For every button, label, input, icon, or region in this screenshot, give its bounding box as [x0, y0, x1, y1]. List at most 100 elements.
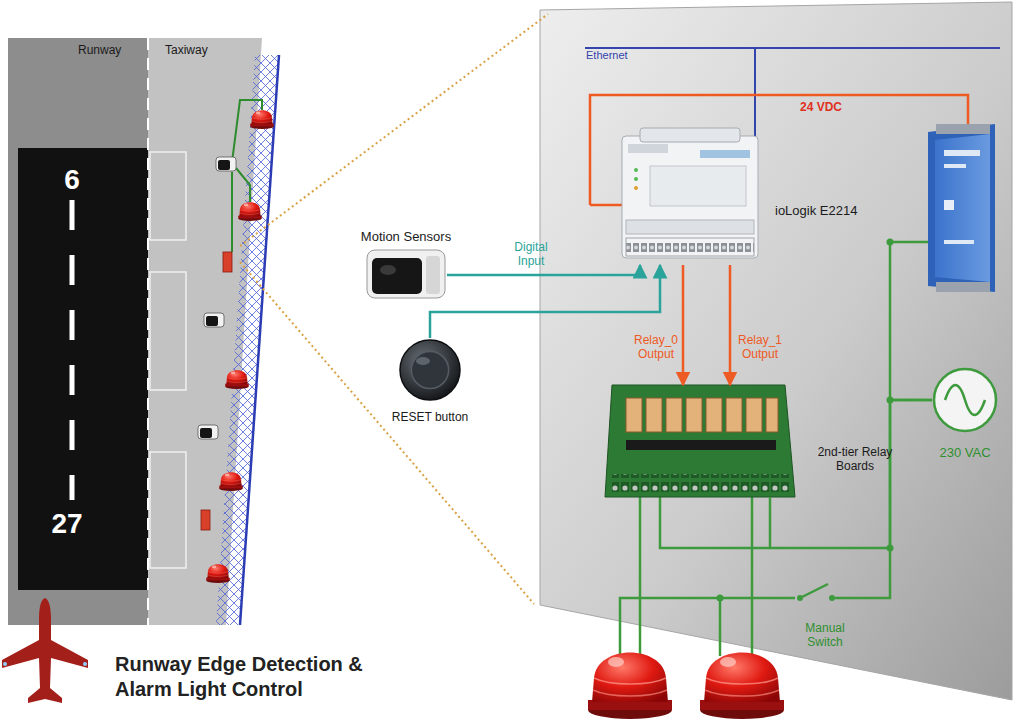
- relay-board-device: [666, 398, 682, 432]
- io-module-device: [640, 128, 740, 142]
- motion-sensor-device: [426, 256, 440, 294]
- sine-wave: [945, 385, 985, 415]
- runway-number: 27: [45, 507, 89, 541]
- area-label: Runway: [78, 43, 138, 57]
- manual-switch: Manual Switch: [795, 585, 835, 609]
- ac-wire: [639, 497, 642, 656]
- field-sensor: [198, 425, 218, 439]
- runway-ground: [18, 148, 148, 590]
- wire-junction: [887, 239, 894, 246]
- wire-junction: [887, 397, 894, 404]
- relay-output-wire: [682, 265, 685, 385]
- figure-caption: Runway Edge Detection & Alarm Light Cont…: [115, 652, 383, 702]
- node-label: Motion Sensors: [355, 229, 457, 245]
- runway-number: 6: [55, 163, 89, 197]
- motion-sensor-device: [372, 258, 422, 294]
- field-light: [250, 110, 274, 129]
- motion-sensor-device: [380, 265, 396, 275]
- io-module-device: [634, 168, 638, 172]
- button-highlight: [416, 357, 430, 365]
- power-supply: [936, 124, 990, 134]
- relay-board-device: [605, 385, 795, 497]
- taxiway-marking: [150, 152, 186, 240]
- wire-junction: [887, 545, 894, 552]
- relay-board-device: [686, 398, 702, 432]
- fence-mesh: [240, 55, 279, 625]
- field-wiring: [236, 168, 250, 202]
- ethernet-wire: [754, 48, 756, 136]
- io-module-device: [628, 144, 668, 153]
- field-light: [238, 202, 262, 221]
- power-supply: [944, 164, 966, 168]
- ac-source: 230 VAC: [932, 367, 998, 433]
- dc-wire: [590, 204, 622, 207]
- signal-label: Relay_1 Output: [736, 333, 784, 362]
- field-sensor: [216, 157, 236, 171]
- relay-board-device: [706, 398, 722, 432]
- zoom-leader: [240, 14, 548, 604]
- ac-wire: [660, 497, 770, 548]
- button-shape: [398, 338, 462, 402]
- io-module-device: [626, 238, 754, 256]
- ac-source-symbol: [932, 367, 998, 433]
- field-sensor: [198, 157, 236, 439]
- field-light: [206, 110, 274, 583]
- taxiway-marking: [150, 452, 186, 568]
- field-sensor: [204, 313, 224, 327]
- node-label: 2nd-tier Relay Boards: [810, 445, 900, 474]
- signal-label: Digital Input: [506, 240, 556, 269]
- airplane-icon: [2, 598, 88, 703]
- power-supply: [928, 124, 995, 292]
- field-reset-box: [223, 252, 232, 272]
- relay-board-device: [766, 398, 778, 432]
- field-wiring: [232, 100, 262, 162]
- motion-sensor: Motion Sensors: [365, 248, 447, 300]
- relay-board-device: [626, 440, 776, 450]
- runway-ground: [147, 38, 149, 625]
- relay-board-device: [612, 474, 790, 492]
- ac-wire: [620, 598, 795, 656]
- signal-name: Ethernet: [586, 49, 656, 62]
- signal-name: 24 VDC: [800, 100, 870, 114]
- ac-source-symbol: [934, 369, 996, 431]
- node-label: ioLogik E2214: [775, 203, 905, 219]
- runway-ground: [70, 200, 75, 500]
- button-cap: [411, 351, 448, 388]
- node-label: Manual Switch: [795, 621, 855, 650]
- field-light: [206, 564, 230, 583]
- alarm-light: [700, 653, 784, 720]
- relay-board: 2nd-tier Relay Boards: [610, 385, 795, 497]
- io-module-device: [622, 128, 758, 258]
- reset-button: RESET button: [398, 338, 462, 402]
- ac-wire: [620, 242, 928, 656]
- power-supply: [944, 200, 954, 210]
- ethernet-wire: [585, 47, 1000, 49]
- runway-ground: [8, 38, 148, 625]
- field-wiring: [231, 172, 233, 252]
- power-supply: [935, 134, 990, 282]
- manual-switch-symbol: [797, 584, 835, 601]
- ac-wire: [751, 497, 754, 656]
- node-label: RESET button: [378, 410, 482, 424]
- airplane-icon: [83, 662, 87, 666]
- area-label: Taxiway: [165, 43, 235, 57]
- taxiway-marking: [150, 272, 186, 390]
- button-shape: [400, 340, 460, 400]
- io-module-device: [622, 136, 758, 258]
- taxiway-marking: [150, 152, 186, 568]
- power-supply: [944, 240, 974, 244]
- node-label: 230 VAC: [925, 445, 1005, 461]
- ac-supply-wire: [835, 400, 932, 598]
- relay-board-device: [746, 398, 762, 432]
- zoom-leader: [240, 14, 548, 246]
- power-supply: [928, 124, 995, 292]
- power-supply: [936, 282, 990, 292]
- reset-input-wire: [430, 265, 660, 338]
- manual-switch-symbol: [829, 595, 835, 601]
- io-module-device: [626, 220, 754, 234]
- io-module: ioLogik E2214: [620, 128, 760, 265]
- relay-output-wire: [729, 265, 732, 385]
